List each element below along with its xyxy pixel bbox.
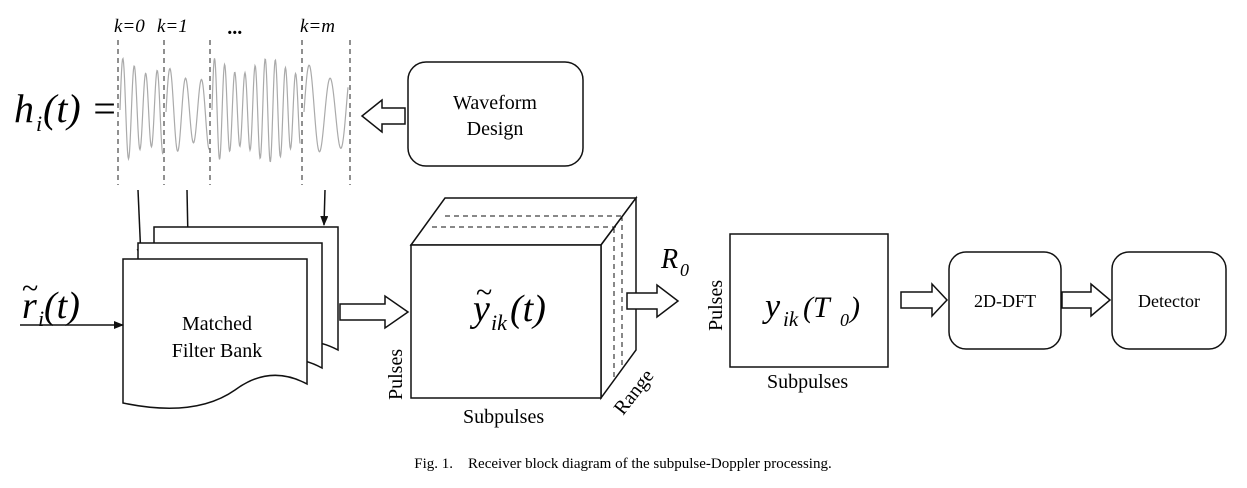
- figure-caption: Fig. 1. Receiver block diagram of the su…: [414, 456, 831, 472]
- slow-time-matrix: y ik (T 0 ): [729, 233, 889, 368]
- input-arg: (t): [44, 285, 80, 327]
- input-func: r: [22, 285, 37, 327]
- matched-filter-label-1: Matched: [182, 313, 252, 335]
- h-sub: i: [36, 111, 42, 136]
- k-label: k=1: [157, 16, 188, 37]
- design-to-waveform-arrow: [360, 98, 406, 134]
- k-label: ...: [228, 17, 243, 39]
- range-selection: R 0: [660, 244, 689, 280]
- matrix-arg-sub: 0: [840, 310, 849, 330]
- dft-label: 2D-DFT: [974, 291, 1036, 311]
- waveform-design-label-1: Waveform: [453, 92, 537, 114]
- h-arg: (t) =: [43, 86, 118, 131]
- matrix-axis-pulses: Pulses: [705, 280, 727, 331]
- subpulse-separators: [117, 40, 351, 185]
- waveform-design-label-2: Design: [467, 118, 524, 140]
- data-cube: [409, 195, 638, 401]
- subpulse-index-labels: k=0 k=1 ... k=m: [114, 16, 335, 39]
- matrix-arg-open: (T: [803, 291, 832, 324]
- matrix-sub: ik: [783, 307, 799, 331]
- matched-filter-bank: Matched Filter Bank: [122, 226, 339, 409]
- cube-tilde: ~: [476, 276, 492, 309]
- filter-to-cube-arrow: [339, 294, 410, 330]
- waveform-trace: [119, 57, 349, 163]
- cube-func: y: [469, 288, 490, 330]
- dft-to-detector-arrow: [1061, 282, 1112, 318]
- k-label: k=m: [300, 16, 335, 37]
- matrix-func: y: [762, 288, 781, 325]
- dft-block: 2D-DFT: [948, 251, 1062, 350]
- cube-to-matrix-arrow: [626, 283, 680, 319]
- matched-filter-label-2: Filter Bank: [172, 340, 263, 362]
- matrix-axis-subpulses: Subpulses: [767, 371, 848, 393]
- cube-axis-pulses: Pulses: [385, 349, 407, 400]
- waveform-design-block: Waveform Design: [407, 61, 584, 167]
- input-signal: ~ r i (t): [20, 272, 124, 331]
- detector-label: Detector: [1138, 291, 1200, 311]
- matrix-arg-close: ): [848, 291, 860, 324]
- input-tilde: ~: [22, 272, 38, 305]
- input-sub: i: [38, 306, 44, 331]
- detector-block: Detector: [1111, 251, 1227, 350]
- h-func: h: [14, 86, 34, 131]
- cube-arg: (t): [510, 288, 546, 330]
- k-label: k=0: [114, 16, 145, 37]
- waveform-equation: h i (t) =: [14, 86, 118, 136]
- range-sel-sub: 0: [680, 260, 689, 280]
- cube-axis-subpulses: Subpulses: [463, 406, 544, 428]
- range-sel-label: R: [660, 244, 678, 275]
- cube-label: ~ y ik (t): [469, 276, 546, 335]
- cube-sub: ik: [491, 310, 508, 335]
- matrix-to-dft-arrow: [900, 282, 949, 318]
